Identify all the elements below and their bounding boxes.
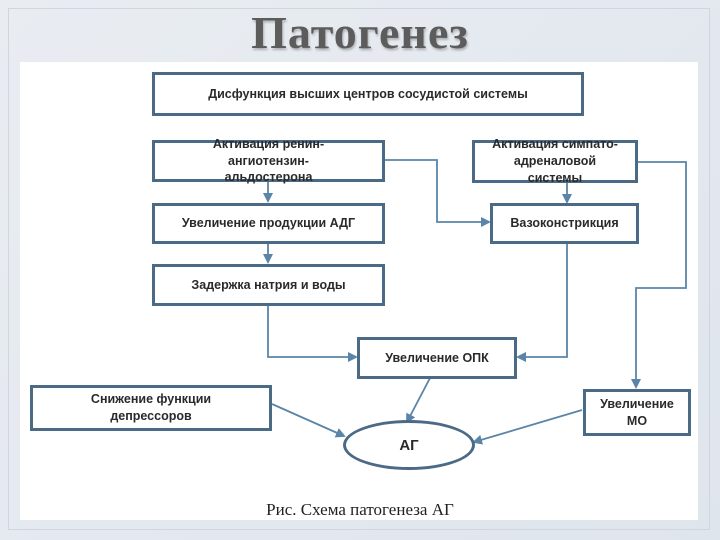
- node-adh: Увеличение продукции АДГ: [152, 203, 385, 244]
- node-depressors: Снижение функции депрессоров: [30, 385, 272, 431]
- node-raas: Активация ренин-ангиотензин-альдостерона: [152, 137, 385, 184]
- arrow-opk-to-ag: [406, 377, 431, 424]
- arrow-depressors-to-ag: [271, 403, 346, 438]
- arrow-vasoconstriction-to-opk: [516, 244, 568, 362]
- node-ag: АГ: [343, 420, 475, 470]
- node-sodium: Задержка натрия и воды: [152, 264, 385, 306]
- slide-frame: [8, 8, 710, 530]
- arrow-raas-to-vasoconstriction: [385, 159, 491, 227]
- node-vasoconstriction: Вазоконстрикция: [490, 203, 639, 244]
- node-sympatho: Активация симпато-адреналовой системы: [472, 137, 638, 185]
- arrow-sympatho-to-mo: [631, 161, 687, 389]
- figure-caption: Рис. Схема патогенеза АГ: [266, 500, 454, 519]
- slide-title: Патогенез: [251, 7, 469, 58]
- node-opk: Увеличение ОПК: [357, 337, 517, 379]
- arrow-sodium-to-opk: [267, 306, 358, 362]
- node-dysfunction: Дисфункция высших центров сосудистой сис…: [152, 72, 584, 116]
- node-mo: Увеличение МО: [583, 389, 691, 436]
- arrow-mo-to-ag: [472, 409, 583, 445]
